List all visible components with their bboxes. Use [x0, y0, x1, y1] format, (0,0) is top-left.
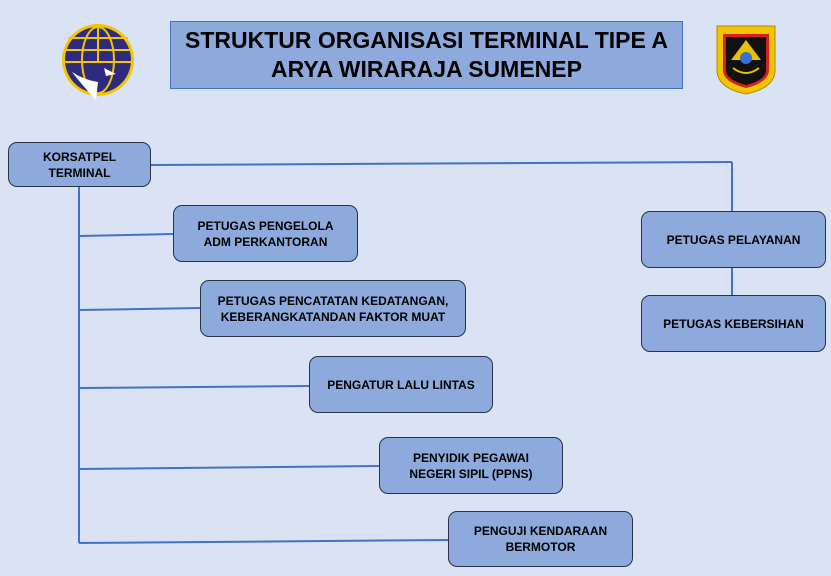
node-pengatur: PENGATUR LALU LINTAS	[309, 356, 493, 413]
node-korsatpel: KORSATPEL TERMINAL	[8, 142, 151, 187]
sumenep-emblem	[716, 25, 776, 95]
node-penguji: PENGUJI KENDARAAN BERMOTOR	[448, 511, 633, 567]
node-pencatatan: PETUGAS PENCATATAN KEDATANGAN, KEBERANGK…	[200, 280, 466, 337]
node-pengelola: PETUGAS PENGELOLA ADM PERKANTORAN	[173, 205, 358, 262]
ministry-logo	[62, 24, 134, 100]
node-ppns: PENYIDIK PEGAWAI NEGERI SIPIL (PPNS)	[379, 437, 563, 494]
node-kebersihan: PETUGAS KEBERSIHAN	[641, 295, 826, 352]
page-title: STRUKTUR ORGANISASI TERMINAL TIPE A ARYA…	[170, 21, 683, 89]
node-pelayanan: PETUGAS PELAYANAN	[641, 211, 826, 268]
